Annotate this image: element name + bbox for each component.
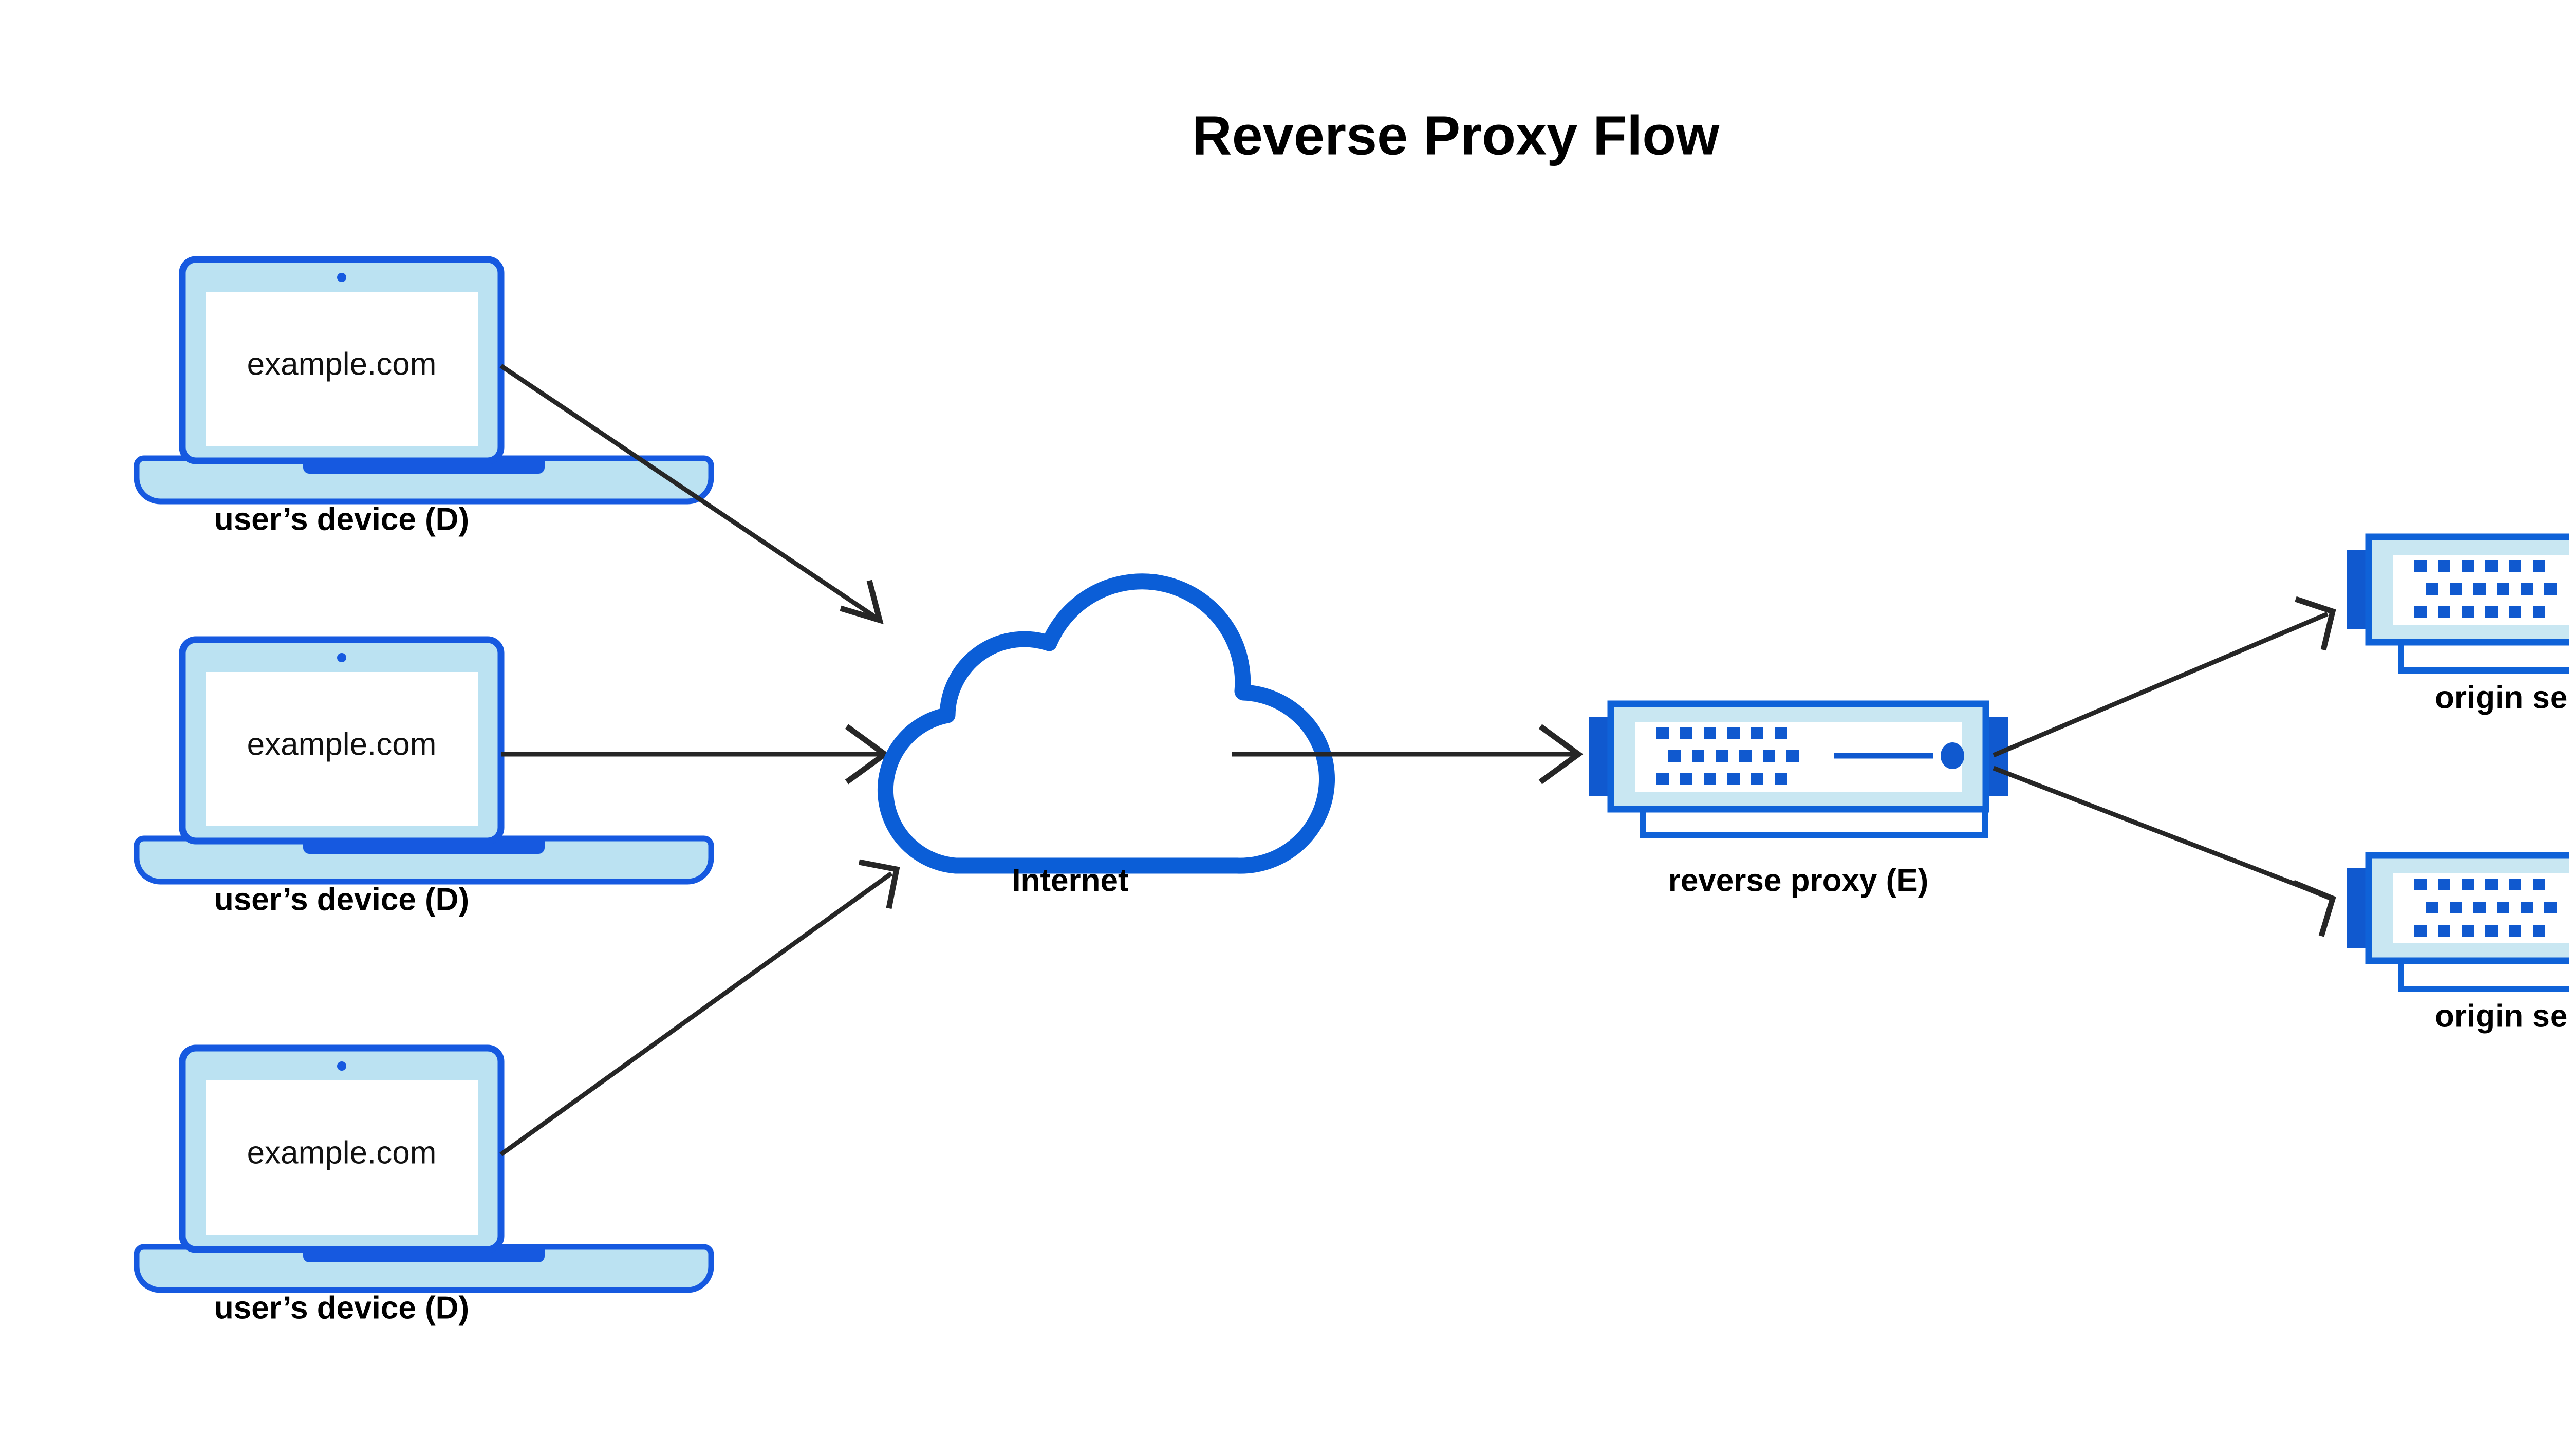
laptop-screen	[206, 672, 478, 826]
device-screen-text: example.com	[247, 1135, 437, 1170]
laptop-camera-icon	[337, 653, 346, 662]
server-vent-grid	[2414, 879, 2557, 937]
edge-proxy-origin2	[1993, 766, 2336, 937]
laptop-icon	[134, 1044, 714, 1293]
edge-device3-internet	[499, 859, 900, 1156]
reverse-proxy-node[interactable]: reverse proxy (E)	[1589, 700, 2008, 898]
internet-node[interactable]: Internet	[877, 573, 1335, 899]
device-screen-text: example.com	[247, 346, 437, 382]
laptop-camera-icon	[337, 1061, 346, 1071]
server-rack-icon	[2347, 533, 2569, 674]
device-screen-text: example.com	[247, 726, 437, 762]
origin-server-node-1[interactable]: origin server (F)	[2347, 533, 2569, 715]
reverse-proxy-label: reverse proxy (E)	[1668, 863, 1929, 898]
laptop-camera-icon	[337, 273, 346, 282]
edge-proxy-origin1	[1993, 596, 2336, 758]
device-node-3[interactable]: example.com user’s device (D)	[134, 1044, 714, 1326]
device-label: user’s device (D)	[214, 501, 469, 537]
cloud-icon	[877, 573, 1335, 874]
device-node-2[interactable]: example.com user’s device (D)	[134, 636, 714, 917]
laptop-screen	[206, 292, 478, 446]
laptop-icon	[134, 636, 714, 885]
origin-server-label: origin server (F)	[2435, 998, 2569, 1034]
laptop-base	[134, 835, 714, 885]
device-node-1[interactable]: example.com user’s device (D)	[134, 256, 714, 537]
laptop-screen	[206, 1080, 478, 1235]
edge-device2-internet	[501, 724, 890, 785]
device-label: user’s device (D)	[214, 882, 469, 917]
edge-internet-proxy	[1232, 724, 1584, 785]
server-shelf	[2398, 958, 2569, 992]
server-led-icon	[1941, 742, 1964, 769]
laptop-base	[134, 1244, 714, 1293]
edge-device1-internet	[499, 364, 884, 625]
laptop-base	[134, 455, 714, 505]
origin-server-label: origin server (F)	[2435, 680, 2569, 715]
device-label: user’s device (D)	[214, 1290, 469, 1326]
server-vent-grid	[2414, 560, 2557, 618]
server-rack-icon	[1589, 700, 2008, 838]
server-shelf	[2398, 639, 2569, 674]
server-rack-icon	[2347, 852, 2569, 992]
laptop-icon	[134, 256, 714, 505]
page-title: Reverse Proxy Flow	[1192, 104, 1720, 166]
origin-server-node-2[interactable]: origin server (F)	[2347, 852, 2569, 1034]
server-vent-grid	[1656, 727, 1799, 785]
internet-label: Internet	[1012, 863, 1128, 898]
